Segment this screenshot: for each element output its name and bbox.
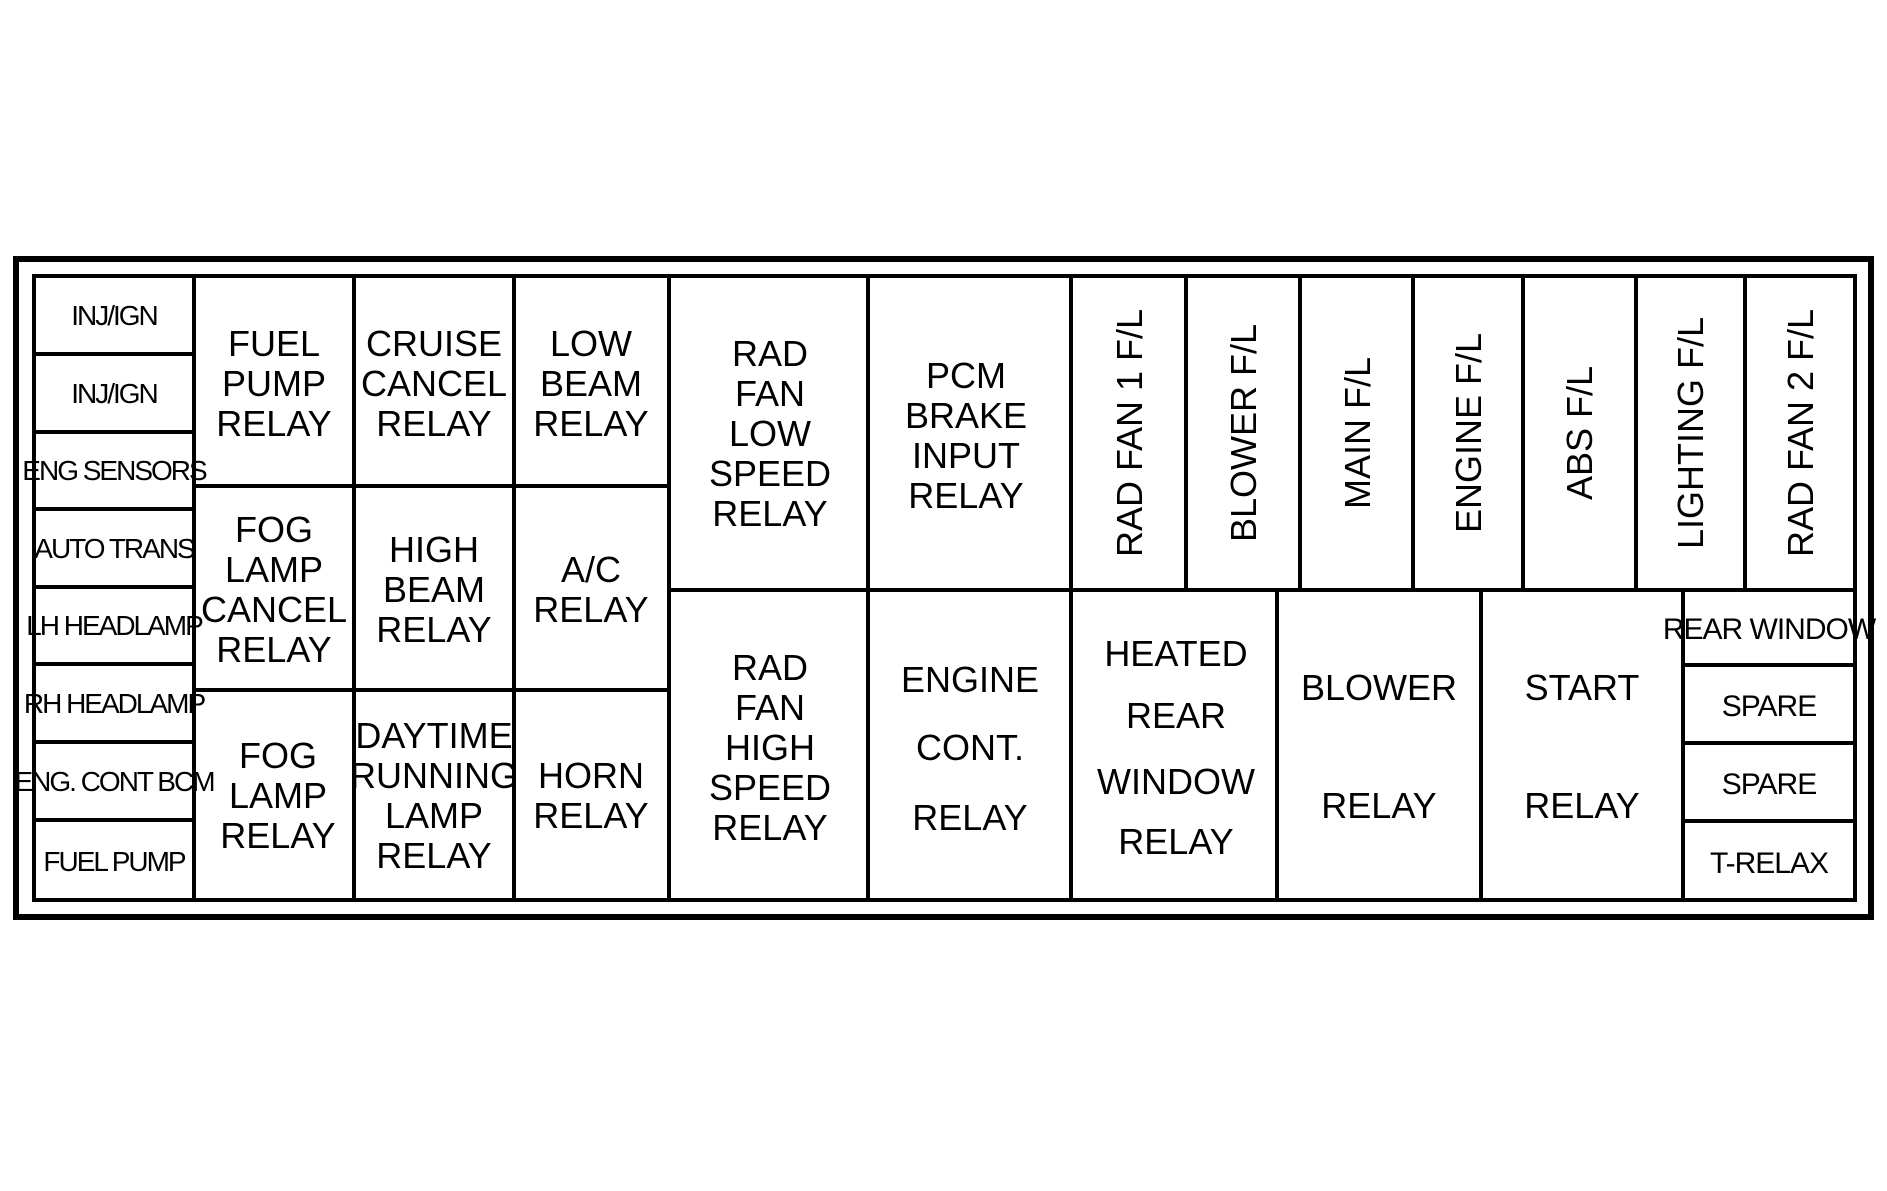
- fuse-spare-2: SPARE: [1722, 768, 1816, 801]
- fusible-link-rad-fan-1: RAD FAN 1 F/L: [1109, 309, 1150, 557]
- daytime-running-lamp-relay: DAYTIME RUNNING LAMP RELAY: [350, 715, 518, 876]
- relay-line: A/C: [561, 549, 621, 590]
- relay-line: ENGINE: [901, 659, 1039, 700]
- relay-line: CONT.: [916, 727, 1024, 768]
- fuse-rh-headlamp: RH HEADLAMP: [24, 688, 206, 719]
- relay-block: FUEL PUMP RELAY CRUISE CANCEL RELAY LOW …: [201, 323, 649, 876]
- relay-line: INPUT: [912, 435, 1020, 476]
- grid-lines: [34, 276, 1855, 900]
- relay-line: RELAY: [912, 797, 1027, 838]
- relay-line: HEATED: [1104, 633, 1247, 674]
- pcm-brake-input-relay: PCM BRAKE INPUT RELAY: [905, 355, 1027, 516]
- fusible-link-abs: ABS F/L: [1559, 366, 1600, 500]
- fuel-pump-relay: FUEL PUMP RELAY: [216, 323, 331, 444]
- rad-fan-high-speed-relay: RAD FAN HIGH SPEED RELAY: [709, 647, 831, 848]
- fuse-fuel-pump: FUEL PUMP: [43, 846, 186, 877]
- fusible-links: RAD FAN 1 F/L BLOWER F/L MAIN F/L ENGINE…: [1109, 309, 1821, 557]
- low-beam-relay: LOW BEAM RELAY: [533, 323, 648, 444]
- fuse-rear-window: REAR WINDOW: [1663, 613, 1877, 646]
- relay-line: REAR: [1126, 695, 1226, 736]
- fusible-link-engine: ENGINE F/L: [1448, 333, 1489, 533]
- relay-line: RELAY: [712, 493, 827, 534]
- relay-line: RELAY: [533, 403, 648, 444]
- fuse-eng-cont-bcm: ENG. CONT BCM: [14, 766, 214, 797]
- fusible-link-rad-fan-2: RAD FAN 2 F/L: [1780, 309, 1821, 557]
- relay-line: BRAKE: [905, 395, 1027, 436]
- ac-relay: A/C RELAY: [533, 549, 648, 630]
- relay-line: LAMP: [385, 795, 483, 836]
- relay-line: RELAY: [1321, 785, 1436, 826]
- fuse-inj-ign-2: INJ/IGN: [71, 378, 157, 409]
- right-fuse-column: REAR WINDOW SPARE SPARE T-RELAX: [1663, 613, 1878, 880]
- relay-line: DAYTIME: [355, 715, 512, 756]
- relay-line: CANCEL: [361, 363, 507, 404]
- relay-line: BEAM: [383, 569, 485, 610]
- relay-line: HORN: [538, 755, 644, 796]
- relay-line: RELAY: [216, 403, 331, 444]
- fusible-link-lighting: LIGHTING F/L: [1670, 317, 1711, 549]
- fuse-eng-sensors: ENG SENSORS: [22, 455, 207, 486]
- relay-line: RELAY: [220, 815, 335, 856]
- relay-line: RELAY: [376, 609, 491, 650]
- relay-line: RUNNING: [350, 755, 518, 796]
- engine-cont-relay: ENGINE CONT. RELAY: [901, 659, 1039, 838]
- center-relays: RAD FAN LOW SPEED RELAY RAD FAN HIGH SPE…: [709, 333, 1039, 848]
- fog-lamp-relay: FOG LAMP RELAY: [220, 735, 335, 856]
- fuse-lh-headlamp: LH HEADLAMP: [26, 610, 203, 641]
- relay-line: FUEL: [228, 323, 320, 364]
- relay-line: LAMP: [229, 775, 327, 816]
- relay-line: FOG: [235, 509, 313, 550]
- relay-line: BEAM: [540, 363, 642, 404]
- fuse-auto-trans: AUTO TRANS: [34, 533, 195, 564]
- fog-lamp-cancel-relay: FOG LAMP CANCEL RELAY: [201, 509, 347, 670]
- relay-line: RELAY: [376, 403, 491, 444]
- heated-rear-window-relay: HEATED REAR WINDOW RELAY: [1097, 633, 1255, 862]
- relay-line: FAN: [735, 373, 805, 414]
- relay-line: BLOWER: [1301, 667, 1457, 708]
- relay-line: RELAY: [908, 475, 1023, 516]
- start-relay: START RELAY: [1524, 667, 1639, 826]
- relay-line: RELAY: [376, 835, 491, 876]
- rad-fan-low-speed-relay: RAD FAN LOW SPEED RELAY: [709, 333, 831, 534]
- relay-line: RELAY: [533, 589, 648, 630]
- relay-line: LOW: [729, 413, 811, 454]
- fuse-spare-1: SPARE: [1722, 690, 1816, 723]
- relay-line: SPEED: [709, 453, 831, 494]
- fusible-link-main: MAIN F/L: [1337, 357, 1378, 509]
- relay-line: RELAY: [1118, 821, 1233, 862]
- relay-line: RAD: [732, 647, 808, 688]
- fuse-inj-ign-1: INJ/IGN: [71, 300, 157, 331]
- relay-line: CANCEL: [201, 589, 347, 630]
- left-fuse-column: INJ/IGN INJ/IGN ENG SENSORS AUTO TRANS L…: [14, 300, 216, 877]
- relay-line: HIGH: [389, 529, 479, 570]
- relay-line: LAMP: [225, 549, 323, 590]
- relay-line: START: [1525, 667, 1640, 708]
- fuse-box-outer-frame: [13, 256, 1874, 920]
- relay-line: RELAY: [216, 629, 331, 670]
- blower-relay: BLOWER RELAY: [1301, 667, 1457, 826]
- relay-line: PUMP: [222, 363, 326, 404]
- relay-line: PCM: [926, 355, 1006, 396]
- fusible-link-blower: BLOWER F/L: [1223, 324, 1264, 542]
- cruise-cancel-relay: CRUISE CANCEL RELAY: [361, 323, 507, 444]
- relay-line: RELAY: [1524, 785, 1639, 826]
- bottom-right-relays: HEATED REAR WINDOW RELAY BLOWER RELAY ST…: [1097, 633, 1640, 862]
- relay-line: FOG: [239, 735, 317, 776]
- relay-line: RELAY: [712, 807, 827, 848]
- relay-line: SPEED: [709, 767, 831, 808]
- relay-line: RAD: [732, 333, 808, 374]
- high-beam-relay: HIGH BEAM RELAY: [376, 529, 491, 650]
- relay-line: LOW: [550, 323, 632, 364]
- relay-line: FAN: [735, 687, 805, 728]
- fuse-t-relax: T-RELAX: [1710, 847, 1829, 880]
- horn-relay: HORN RELAY: [533, 755, 648, 836]
- relay-line: HIGH: [725, 727, 815, 768]
- relay-line: CRUISE: [366, 323, 502, 364]
- relay-line: WINDOW: [1097, 761, 1255, 802]
- relay-line: RELAY: [533, 795, 648, 836]
